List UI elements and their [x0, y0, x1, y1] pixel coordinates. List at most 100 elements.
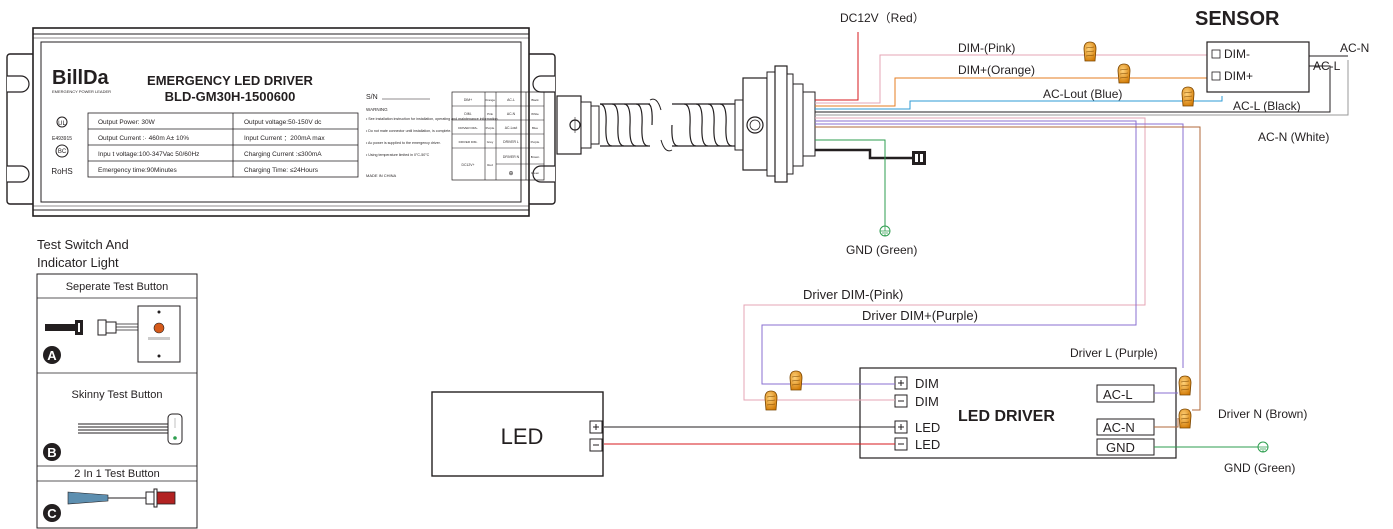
spec-cell: Charging Time: ≤24Hours — [244, 167, 319, 174]
wire-driver-dim-minus-pink — [743, 117, 1146, 401]
label-ac-n-white: AC-N (White) — [1258, 130, 1329, 144]
led-driver-dim-minus: DIM — [915, 394, 939, 409]
ground-symbol: ⊕ — [508, 171, 513, 177]
svg-text:DC12V+: DC12V+ — [462, 163, 475, 167]
svg-text:Red: Red — [487, 163, 493, 167]
led-driver: DIM DIM LED LED LED DRIVER AC-L AC-N GND — [859, 367, 1177, 459]
label-dim-plus-orange: DIM+(Orange) — [958, 63, 1035, 77]
serial-number-label: S/N — [366, 94, 378, 101]
certification-marks: UL E493915 BC RoHS — [51, 116, 73, 176]
separate-test-button-illustration — [45, 305, 181, 363]
product-model: BLD-GM30H-1500600 — [165, 89, 296, 104]
led-driver-dim-plus: DIM — [915, 376, 939, 391]
label-dim-minus-pink: DIM-(Pink) — [958, 41, 1015, 55]
brand-logo: BillDa — [52, 67, 110, 89]
brand-subtitle: EMERGENCY POWER LEADER — [52, 89, 111, 94]
red-button-icon — [156, 491, 176, 505]
sensor-title: SENSOR — [1195, 8, 1280, 30]
label-driver-n-brown: Driver N (Brown) — [1218, 407, 1307, 421]
svg-text:Black: Black — [531, 98, 539, 102]
bc-icon — [55, 144, 69, 158]
svg-text:DRIVER DIM+: DRIVER DIM+ — [458, 126, 478, 130]
badge-c: C — [47, 506, 57, 521]
label-dc12v-red: DC12V（Red） — [840, 11, 925, 25]
svg-text:Pink: Pink — [487, 112, 493, 116]
svg-text:Orange: Orange — [485, 98, 495, 102]
led-label: LED — [501, 424, 544, 449]
wire-dim-minus-pink — [815, 54, 1207, 104]
spec-cell: Emergency time:90Minutes — [98, 167, 178, 174]
wire-nut-icon — [764, 390, 778, 411]
spec-cell: Charging Current :≤300mA — [244, 151, 322, 158]
driver-body — [32, 27, 530, 217]
svg-text:AC-N: AC-N — [507, 112, 516, 116]
svg-text:White: White — [531, 112, 539, 116]
warning-item: • See installation instruction for insta… — [366, 117, 499, 121]
badge-a: A — [47, 348, 57, 363]
wire-dc12v-red — [815, 32, 859, 101]
label-driver-dim-minus-pink: Driver DIM-(Pink) — [803, 287, 903, 302]
svg-text:Brown: Brown — [531, 155, 540, 159]
made-in-label: MADE IN CHINA — [366, 173, 397, 178]
label-gnd-green-bottom: GND (Green) — [1224, 461, 1295, 475]
conduit-assembly — [556, 65, 816, 183]
wire-ac-n-white — [815, 60, 1349, 116]
wire-nut-icon — [1181, 86, 1195, 107]
test-switch-connector — [912, 151, 926, 165]
wire-nut-icon — [1178, 408, 1192, 429]
spec-cell: Output voltage:50-150V dc — [244, 119, 322, 126]
wire-driver-dim-plus-purple — [761, 120, 1137, 385]
wire-ac-lout-blue — [815, 96, 1223, 110]
skinny-test-button-illustration — [78, 413, 183, 445]
wire-test-switch — [815, 148, 912, 160]
wire-driver-l-purple — [815, 123, 1184, 368]
svg-text:AC-Lout: AC-Lout — [505, 126, 517, 130]
svg-text:Blue: Blue — [532, 126, 538, 130]
emergency-driver-housing — [6, 27, 556, 217]
wire-ac-l-black — [815, 65, 1331, 113]
wire-color-table: DIM+ Orange AC-L Black DIM- Pink AC-N Wh… — [451, 91, 545, 181]
svg-text:Purple: Purple — [486, 126, 495, 130]
warning-item: • Using temperature limited in 0°C-50°C — [366, 153, 430, 157]
led-driver-ac-n: AC-N — [1103, 420, 1135, 435]
warning-item: • Ac power is supplied to the emergency … — [366, 141, 441, 145]
label-ac-l-black: AC-L (Black) — [1233, 99, 1301, 113]
svg-text:AC-L: AC-L — [507, 98, 515, 102]
svg-text:DRIVER DIM-: DRIVER DIM- — [459, 140, 478, 144]
svg-text:DRIVER L: DRIVER L — [503, 140, 519, 144]
svg-text:DRIVER N: DRIVER N — [503, 155, 520, 159]
sensor-terminal — [1211, 71, 1221, 81]
warning-title: WARNING — [366, 107, 388, 112]
led-driver-ac-l: AC-L — [1103, 387, 1133, 402]
product-title: EMERGENCY LED DRIVER — [147, 73, 314, 88]
svg-text:UL: UL — [58, 121, 66, 127]
ul-file-number: E493915 — [52, 136, 72, 142]
test-panel-subtitle: Indicator Light — [37, 255, 119, 270]
spec-cell: Input Current ：200mA max — [244, 135, 325, 142]
label-ac-l: AC-L — [1313, 59, 1341, 73]
indicator-led-icon — [173, 436, 177, 440]
wire-dim-plus-orange — [815, 77, 1207, 107]
led-driver-gnd: GND — [1106, 440, 1135, 455]
spec-cell: Inpu t voltage:100-347Vac 50/60Hz — [98, 151, 199, 158]
sensor-dim-minus: DIM- — [1224, 47, 1250, 61]
warning-block: WARNING • See installation instruction f… — [366, 107, 499, 178]
wire-gnd-green-top — [815, 139, 886, 226]
warning-item: • Do not mate connector until installati… — [366, 129, 451, 133]
svg-text:Purple: Purple — [531, 140, 540, 144]
led-driver-title: LED DRIVER — [958, 408, 1055, 425]
led-driver-led-minus: LED — [915, 437, 940, 452]
option-a-title: Seperate Test Button — [66, 281, 169, 293]
label-ac-n: AC-N — [1340, 41, 1369, 55]
badge-b: B — [47, 445, 56, 460]
svg-text:BC: BC — [58, 149, 67, 155]
wire-nut-icon — [1117, 63, 1131, 84]
badge-a-icon — [43, 346, 61, 364]
label-ac-lout-blue: AC-Lout (Blue) — [1043, 87, 1122, 101]
option-c-title: 2 In 1 Test Button — [74, 468, 159, 480]
sensor-terminal — [1211, 49, 1221, 59]
wire-nut-icon — [1178, 375, 1192, 396]
wire-nut-icon — [1083, 41, 1097, 62]
wire-nut-icon — [789, 370, 803, 391]
